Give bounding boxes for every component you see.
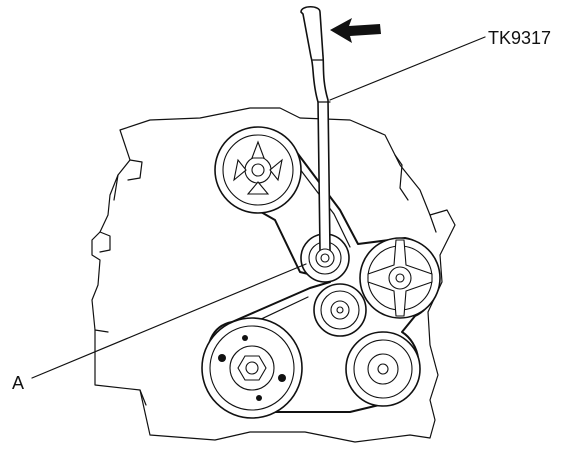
leader-line-a xyxy=(31,263,307,379)
engine-block-outline xyxy=(91,107,456,443)
arrow-left-icon xyxy=(330,18,381,43)
engine-block-detail xyxy=(94,154,437,406)
label-component-a: A xyxy=(12,373,24,393)
right-pulley xyxy=(359,237,441,319)
label-tool-tk9317: TK9317 xyxy=(488,28,551,48)
lower-right-pulley xyxy=(345,331,421,407)
upper-idler-pulley xyxy=(214,126,302,214)
special-tool-tk9317 xyxy=(300,5,335,268)
crankshaft-pulley xyxy=(201,317,303,419)
middle-idler-pulley xyxy=(313,283,367,337)
leader-line-tk9317 xyxy=(329,36,486,101)
